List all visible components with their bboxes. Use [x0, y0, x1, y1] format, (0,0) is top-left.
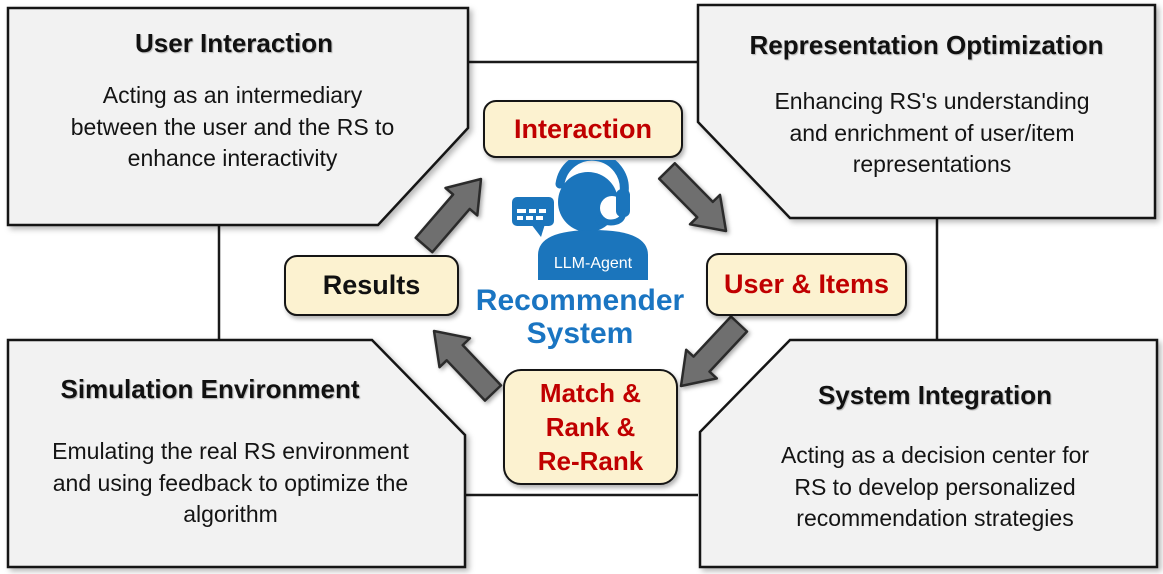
- box-body-representation-optimization: Enhancing RS's understanding and enrichm…: [774, 88, 1090, 178]
- box-title-system-integration: System Integration: [817, 380, 1053, 410]
- llm-agent-figure: LLM-Agent: [512, 160, 648, 280]
- agent-headset-icon: LLM-Agent: [538, 160, 648, 280]
- llm-agent-label: LLM-Agent: [554, 255, 633, 272]
- corner-box-shape-top-right: [696, 3, 1157, 220]
- chat-bubble-icon: [512, 197, 554, 237]
- arrow-match-to-results-icon: [432, 329, 503, 402]
- arrow-results-to-interaction-icon: [414, 177, 483, 254]
- box-body-simulation-environment: Emulating the real RS environment and us…: [52, 438, 409, 528]
- corner-box-shape-bottom-right: [698, 338, 1159, 569]
- recommender-system-label: Recommender System: [475, 284, 685, 350]
- box-body-system-integration: Acting as a decision center for RS to de…: [780, 442, 1090, 532]
- corner-box-shape-top-left: [6, 6, 470, 227]
- cycle-node-user-items: User & Items: [706, 253, 907, 316]
- arrow-useritems-to-match-icon: [679, 315, 749, 388]
- box-title-user-interaction: User Interaction: [135, 28, 333, 58]
- cycle-node-match-rank-rerank: Match & Rank & Re-Rank: [503, 369, 678, 485]
- corner-box-shape-bottom-left: [6, 338, 467, 569]
- cycle-node-results: Results: [284, 255, 459, 316]
- arrow-interaction-to-useritems-icon: [657, 162, 728, 233]
- box-title-representation-optimization: Representation Optimization: [749, 30, 1104, 60]
- cycle-node-interaction: Interaction: [483, 100, 683, 158]
- box-body-user-interaction: Acting as an intermediary between the us…: [70, 82, 395, 172]
- box-title-simulation-environment: Simulation Environment: [60, 374, 360, 404]
